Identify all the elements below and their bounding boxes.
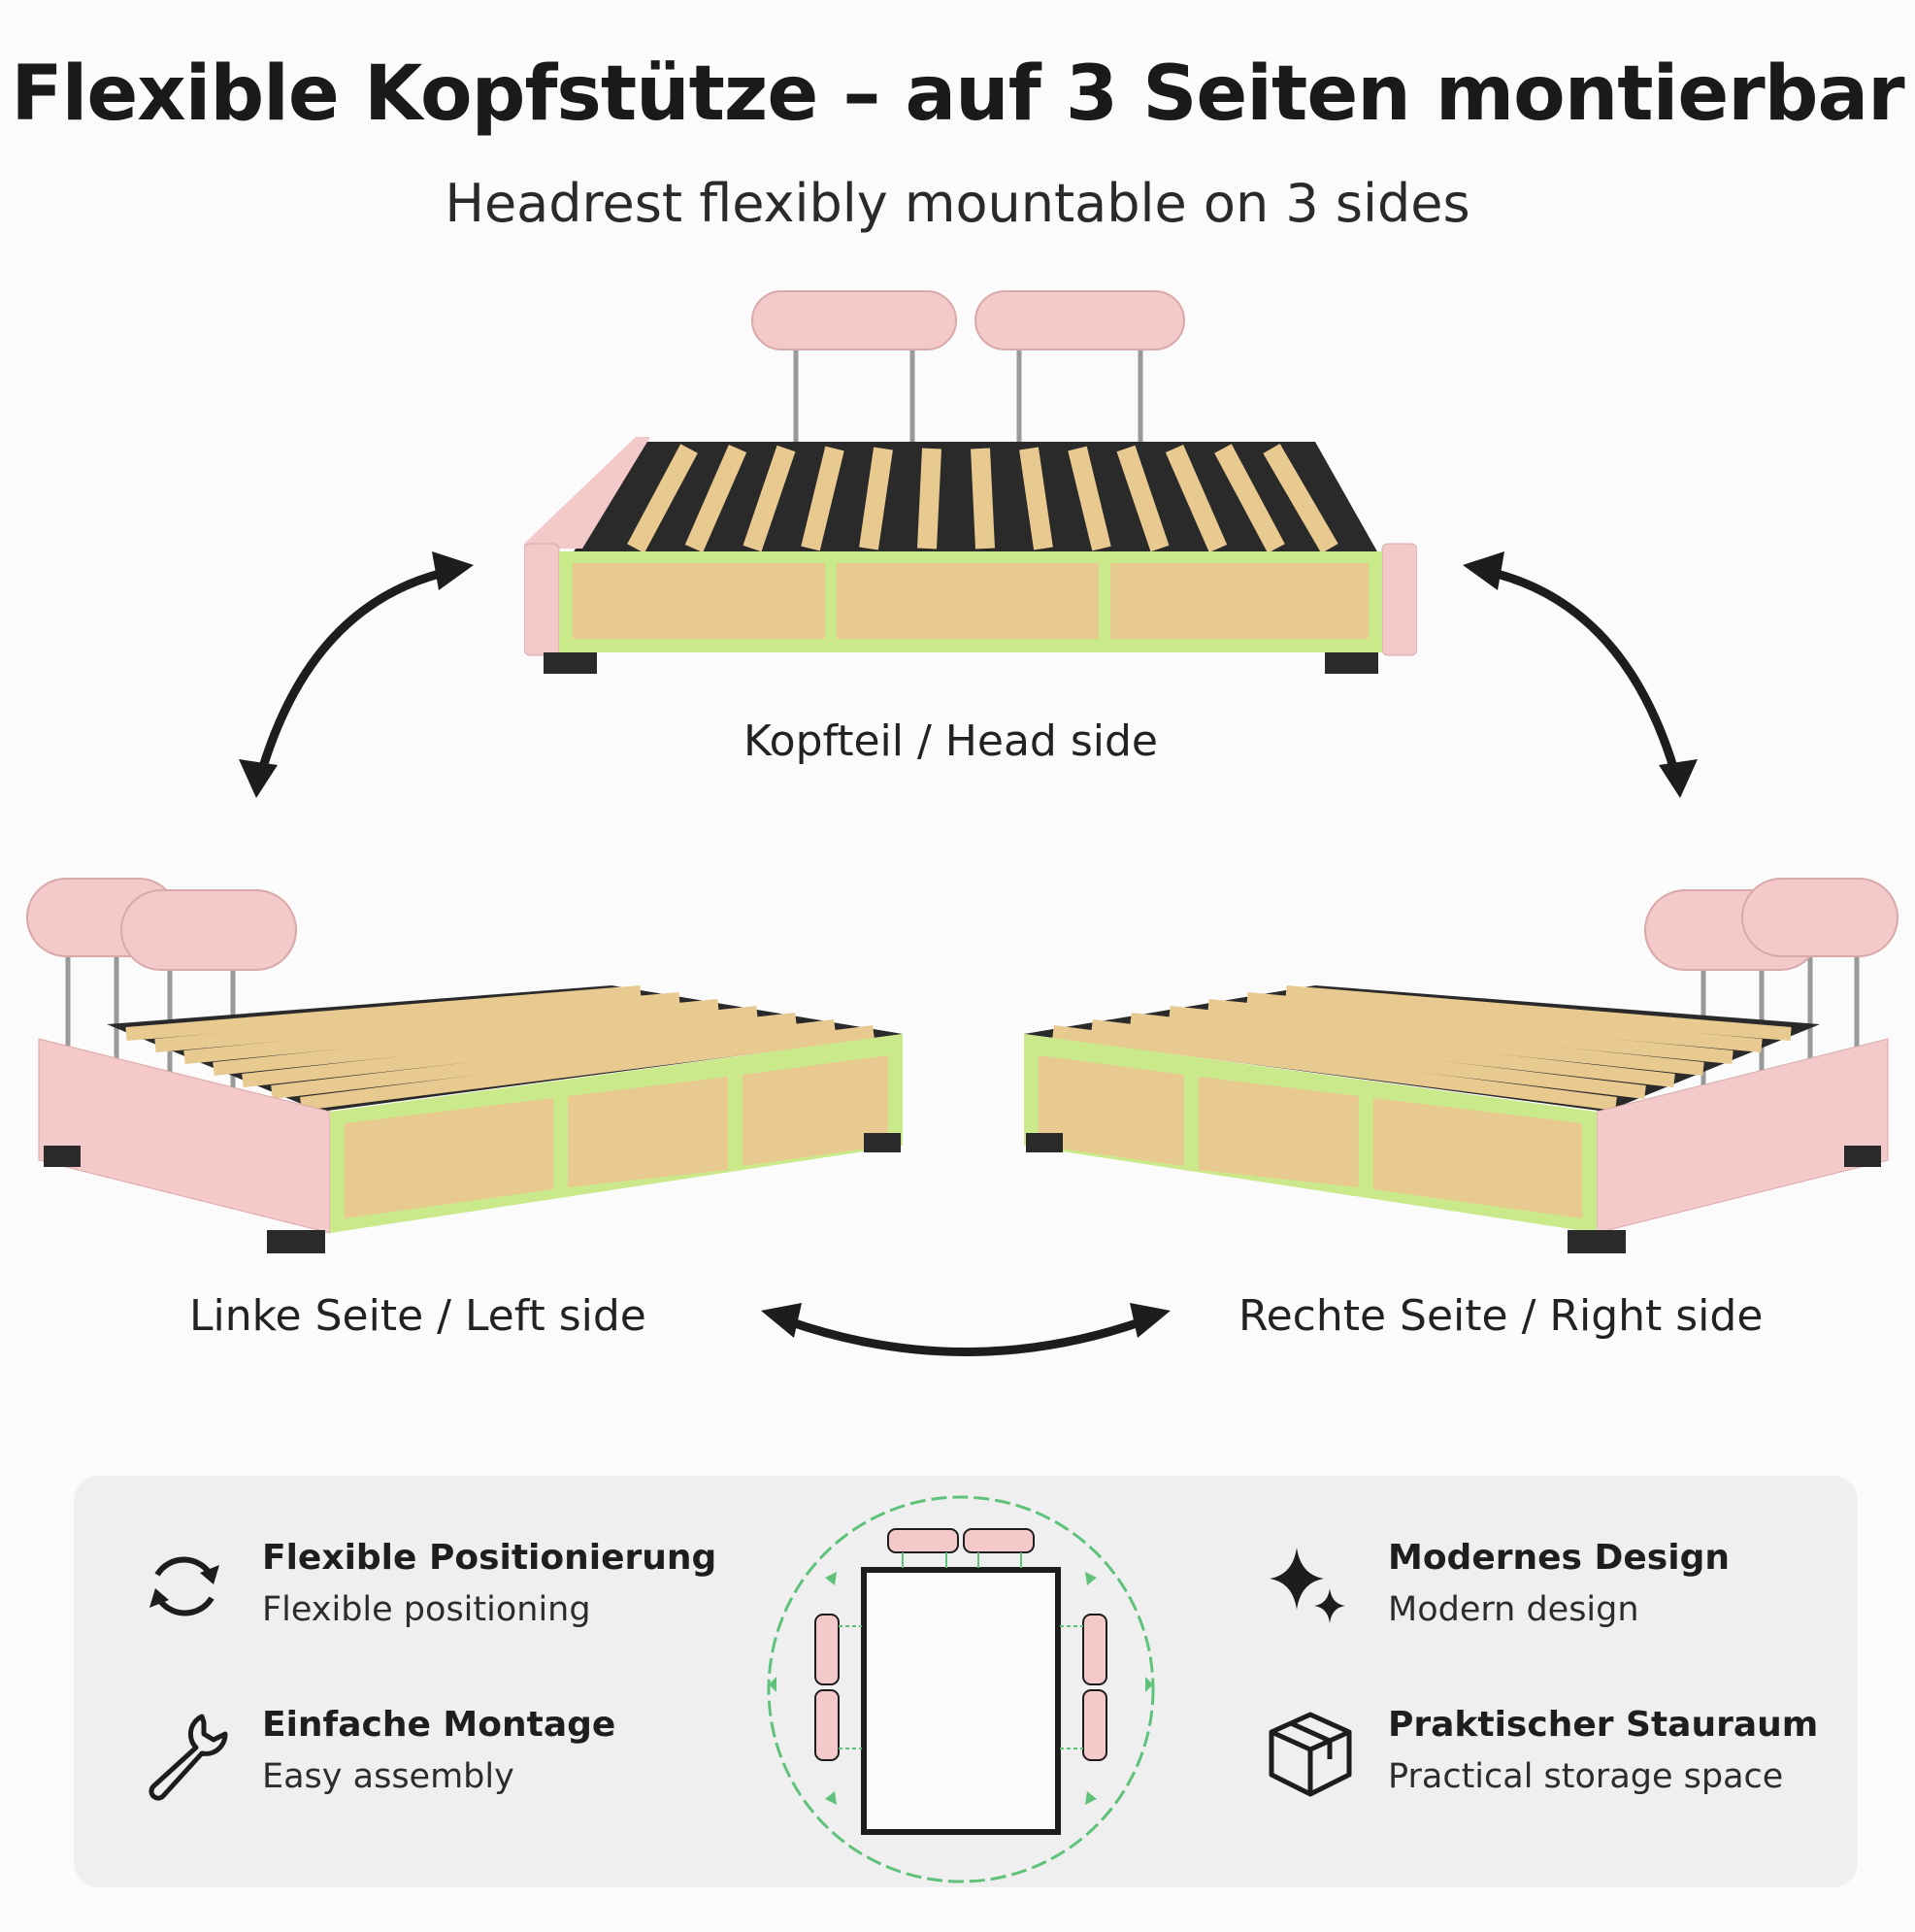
right-side-label: Rechte Seite / Right side [1238,1291,1764,1341]
feature-storage-space: Praktischer Stauraum Practical storage s… [1262,1705,1818,1812]
bed-left-side-image [26,878,903,1253]
headrest-positions-diagram [767,1495,1155,1883]
box-icon [1269,1712,1352,1797]
head-side-label: Kopfteil / Head side [743,716,1158,766]
bed-right-side-image [1024,878,1898,1253]
bed-head-side-image [524,290,1417,674]
page-title: Flexible Kopfstütze – auf 3 Seiten monti… [11,50,1904,138]
feature-subtitle: Practical storage space [1388,1757,1784,1796]
feature-flexible-positioning: Flexible Positionierung Flexible positio… [136,1538,718,1645]
feature-subtitle: Easy assembly [262,1757,514,1796]
wrench-icon [149,1714,228,1801]
feature-modern-design: Modernes Design Modern design [1262,1538,1805,1645]
double-arrow-head-left-icon [239,551,474,798]
feature-easy-assembly: Einfache Montage Easy assembly [136,1705,718,1812]
feature-subtitle: Flexible positioning [262,1590,591,1629]
feature-title: Praktischer Stauraum [1388,1705,1819,1745]
feature-subtitle: Modern design [1388,1590,1639,1629]
feature-title: Einfache Montage [262,1705,616,1745]
rotate-arrows-icon [149,1556,219,1616]
sparkle-icon [1270,1548,1345,1623]
page-subtitle: Headrest flexibly mountable on 3 sides [445,173,1470,234]
double-arrow-left-right-icon [761,1303,1171,1356]
feature-title: Modernes Design [1388,1538,1730,1578]
feature-title: Flexible Positionierung [262,1538,717,1578]
left-side-label: Linke Seite / Left side [189,1291,646,1341]
double-arrow-head-right-icon [1463,551,1698,798]
